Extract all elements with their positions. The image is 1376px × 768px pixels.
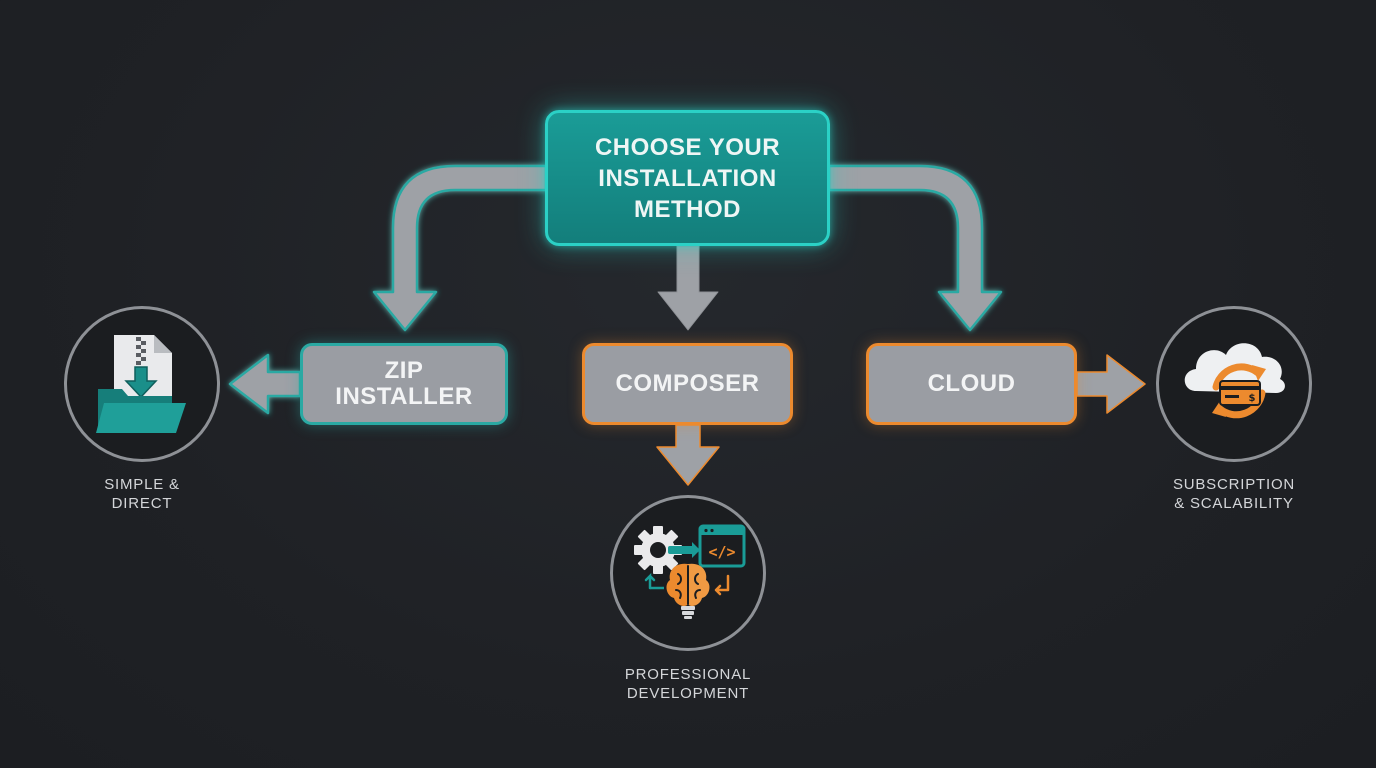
zip-caption-line1: SIMPLE & xyxy=(104,476,180,493)
composer-outcome-caption: PROFESSIONAL DEVELOPMENT xyxy=(598,665,778,703)
root-label-line1: CHOOSE YOUR xyxy=(594,133,781,161)
composer-outcome-circle: </> xyxy=(610,495,766,651)
zip-caption-line2: DIRECT xyxy=(111,495,173,512)
arrow-cloud-to-outcome xyxy=(1076,354,1146,414)
cloud-outcome-caption: SUBSCRIPTION & SCALABILITY xyxy=(1144,475,1324,513)
method-node-composer: COMPOSER xyxy=(582,343,793,425)
arrow-zip-to-outcome xyxy=(228,353,302,415)
root-node-choose-method: CHOOSE YOUR INSTALLATION METHOD xyxy=(545,110,830,246)
gear-code-brain-icon: </> xyxy=(634,524,746,619)
zip-outcome-circle xyxy=(64,306,220,462)
composer-caption-line2: DEVELOPMENT xyxy=(626,685,750,702)
svg-text:$: $ xyxy=(1249,393,1256,404)
cloud-caption-line1: SUBSCRIPTION xyxy=(1172,476,1296,493)
cloud-caption-line2: & SCALABILITY xyxy=(1174,495,1294,512)
composer-caption-line1: PROFESSIONAL xyxy=(624,666,752,683)
svg-text:</>: </> xyxy=(708,543,735,561)
zip-folder-download-icon xyxy=(96,335,186,433)
arrow-root-to-composer xyxy=(657,245,719,331)
root-label-line2: INSTALLATION xyxy=(598,164,777,192)
zip-label-line2: INSTALLER xyxy=(335,383,473,410)
arrow-composer-to-outcome xyxy=(656,424,720,486)
arrow-root-to-cloud xyxy=(827,164,1003,332)
cloud-label: CLOUD xyxy=(927,370,1016,397)
zip-outcome-caption: SIMPLE & DIRECT xyxy=(62,475,222,513)
root-label-line3: METHOD xyxy=(634,195,741,223)
arrow-root-to-zip xyxy=(372,164,548,332)
zip-label-line1: ZIP xyxy=(384,357,424,384)
cloud-outcome-circle: $ xyxy=(1156,306,1312,462)
composer-label: COMPOSER xyxy=(615,370,760,397)
method-node-zip-installer: ZIP INSTALLER xyxy=(300,343,508,425)
cloud-subscription-icon: $ xyxy=(1184,343,1285,419)
method-node-cloud: CLOUD xyxy=(866,343,1077,425)
